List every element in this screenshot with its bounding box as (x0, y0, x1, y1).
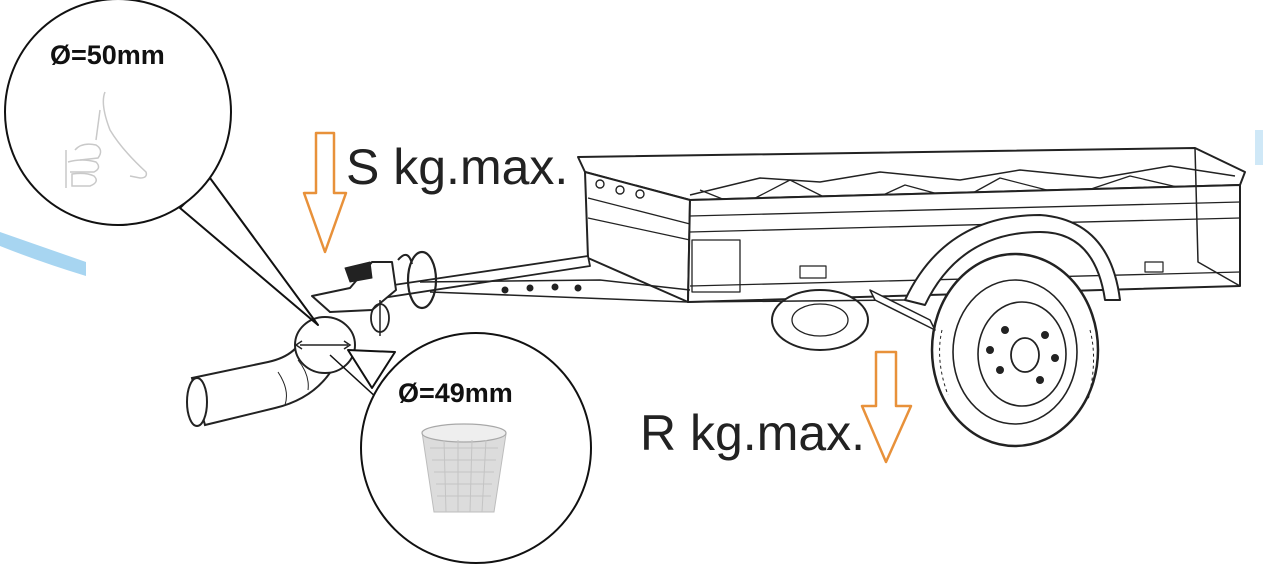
support-load-label: S kg.max. (346, 139, 569, 195)
trailer (311, 147, 1246, 448)
mesh-cup-icon (421, 423, 507, 513)
axle-load-arrow (860, 350, 913, 464)
tow-bar (186, 316, 356, 427)
blue-swoosh (0, 232, 86, 276)
support-load-arrow (302, 131, 348, 254)
blue-swoosh-edge (1255, 130, 1263, 165)
axle-load-label: R kg.max. (640, 405, 866, 461)
trailer-wheel-front (930, 252, 1100, 448)
thumbs-up-icon (65, 91, 148, 188)
callout-ball (4, 0, 319, 326)
trailer-fender (904, 214, 1121, 306)
coupling-diameter-label: Ø=49mm (398, 378, 513, 408)
down-arrow-icon (302, 131, 913, 464)
ball-diameter-label: Ø=50mm (50, 40, 165, 70)
trailer-wheel-rear (771, 289, 869, 351)
coupling-head (311, 261, 397, 313)
